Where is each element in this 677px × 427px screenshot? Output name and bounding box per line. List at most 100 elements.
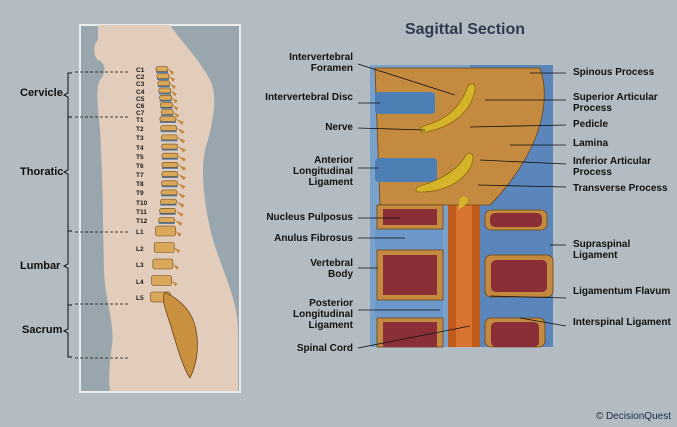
vertebra-label-t9: T9 [136,190,144,198]
vertebra-l4 [151,275,172,286]
label-intervertebral-foramen: Intervertebral Foramen [289,52,353,74]
vertebra-label-t8: T8 [136,181,144,189]
vertebra-disc-t10 [160,203,177,206]
vertebra-label-t4: T4 [136,144,144,152]
spinous-process-t6 [177,164,186,171]
vertebra-disc-c7 [161,114,174,116]
vertebra-disc-c4 [158,92,171,95]
spinous-process-t8 [177,183,186,190]
intervertebral-disc [375,92,435,114]
spinous-process-l4 [171,280,178,287]
label-interspinal-ligament: Interspinal Ligament [573,317,671,328]
vertebra-t8 [161,180,178,187]
spinous-process-t7 [177,174,186,181]
vertebra-disc-t6 [161,166,178,169]
spinous-process-l2 [174,247,181,254]
leader-lines [357,63,567,349]
vertebra-t6 [161,162,179,168]
label-nerve: Nerve [325,122,353,133]
vertebra-c7 [160,109,174,115]
spinous-process-c2 [168,76,175,83]
vertebra-label-c7: C7 [136,110,145,117]
vertebra-label-c2: C2 [136,74,145,82]
label-posterior-longitudinal-ligament: Posterior Longitudinal Ligament [293,298,353,331]
vertebra-label-t3: T3 [136,135,144,143]
vertebra-t7 [161,171,179,177]
vertebra-t2 [160,125,177,131]
label-supraspinal-ligament: Supraspinal Ligament [573,239,631,261]
vertebra-disc-t1 [159,121,176,123]
sacrum-bone [163,291,198,379]
region-brackets [62,72,72,358]
label-inferior-articular-process: Inferior Articular Process [573,156,651,178]
spinous-process-c7 [173,112,180,118]
spinous-process-l3 [172,264,179,270]
region-label-thoratic: Thoratic [20,166,64,178]
vertebra-t5 [161,152,179,159]
vertebra-disc-t8 [161,185,178,188]
nucleus-pulposus [383,209,437,225]
label-transverse-process: Transverse Process [573,183,668,194]
vertebra-label-l5: L5 [136,295,144,302]
vertebra-l3 [152,258,174,270]
vertebra-disc-c3 [157,85,170,88]
vertebra-disc-t3 [161,139,178,142]
label-spinal-cord: Spinal Cord [296,343,353,354]
body-silhouette [94,25,238,391]
spinous-process-c5 [171,97,178,104]
spinous-process-t3 [177,137,186,144]
spinous-process-t1 [175,119,184,125]
vertebra-t10 [160,198,177,205]
vertebra-label-c6: C6 [136,102,145,110]
label-pedicle: Pedicle [573,119,609,130]
label-vertebral-body: Vertebral Body [310,258,353,280]
spine-column [150,66,186,303]
label-intervertebral-disc: Intervertebral Disc [265,92,353,103]
spinous-process-c3 [169,83,176,90]
spinous-process-l1 [175,231,182,237]
vertebra-label-t11: T11 [136,208,147,216]
nerve-shape [419,83,476,133]
spinous-process-t4 [177,146,186,153]
vertebra-c2 [156,73,170,79]
copyright-notice: © DecisionQuest [595,411,671,422]
vertebra-disc-t7 [161,176,178,179]
vertebra-label-l1: L1 [136,229,144,236]
vertebra-l1 [155,225,176,237]
label-superior-articular-process: Superior Articular Process [573,92,658,114]
spinous-process-t9 [177,192,186,199]
vertebra-label-t7: T7 [136,172,144,180]
vertebra-c4 [158,87,172,94]
label-anterior-longitudinal-ligament: Anterior Longitudinal Ligament [293,155,353,188]
spinous-process-t12 [174,220,183,226]
vertebra-disc-t2 [160,130,177,133]
label-anulus-fibrosus: Anulus Fibrosus [274,233,353,244]
spinous-process-t10 [176,201,185,208]
anulus-fibrosus [375,228,443,250]
spinous-process-t11 [175,210,184,217]
vertebra-label-c3: C3 [136,81,145,89]
spinous-process-t2 [176,128,185,135]
vertebra-disc-t4 [161,148,178,151]
vertebra-label-l4: L4 [136,278,144,286]
vertebra-label-t1: T1 [136,117,144,124]
vertebra-disc-c5 [159,99,172,102]
vertebra-t11 [159,208,176,214]
vertebra-disc-t12 [158,222,175,224]
vertebra-disc-c1 [156,71,168,73]
vertebra-label-t10: T10 [136,199,148,207]
vertebra-label-t5: T5 [136,153,144,161]
vertebra-label-t2: T2 [136,126,144,134]
vertebra-t12 [158,217,175,223]
vertebra-disc-t5 [161,157,178,160]
label-ligamentum-flavum: Ligamentum Flavum [573,286,671,297]
vertebra-t1 [159,116,177,122]
page-title: Sagittal Section [404,21,526,38]
vertebra-disc-c2 [156,78,169,81]
vertebra-c3 [157,80,171,87]
region-label-lumbar: Lumbar [20,260,61,272]
spinous-process-c4 [170,90,177,97]
region-dashes [75,71,130,359]
